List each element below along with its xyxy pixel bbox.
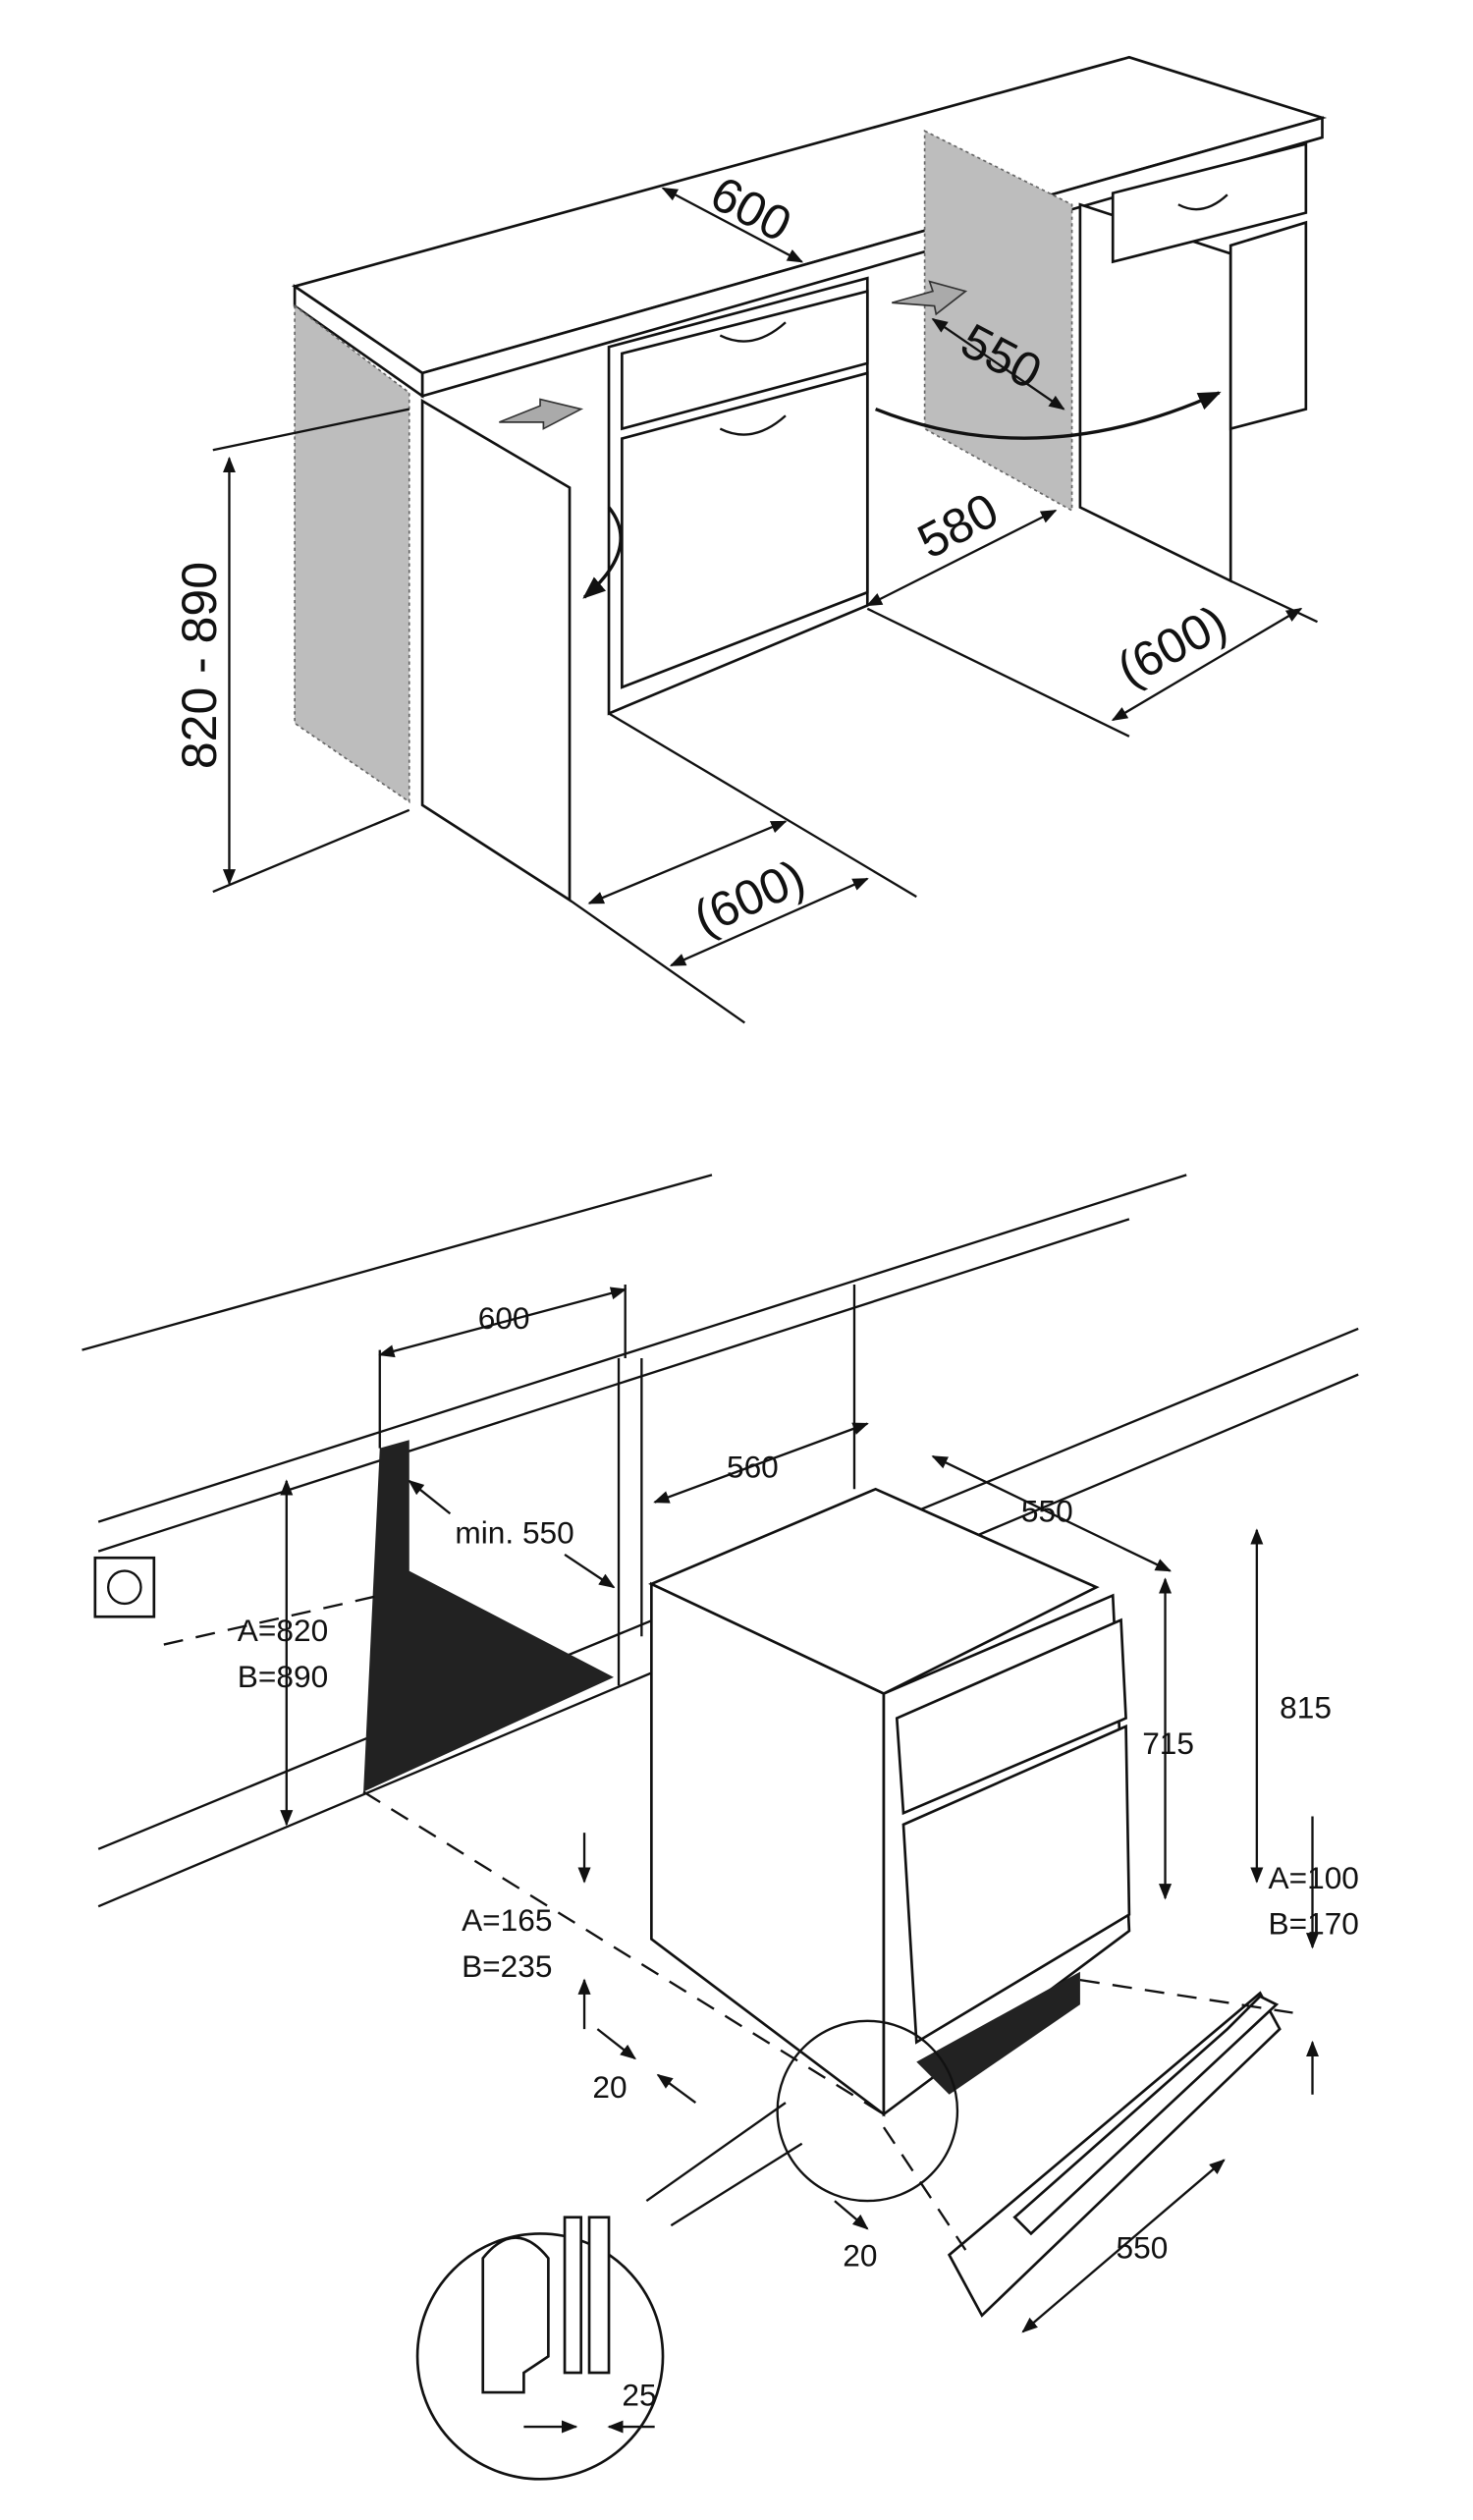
- dim-plinth-height-b: B=235: [462, 1948, 552, 1984]
- dim-gap-front: 20: [843, 2238, 877, 2273]
- dim-appliance-width: 560: [727, 1450, 779, 1485]
- dim-niche-height-a: A=820: [238, 1613, 328, 1648]
- dim-height-total: 815: [1280, 1690, 1332, 1726]
- dim-niche-height: 820 - 890: [172, 562, 227, 769]
- power-socket-icon: [93, 1556, 156, 1618]
- slide-arrow-left-icon: [499, 398, 584, 430]
- dim-min-depth: min. 550: [455, 1514, 573, 1550]
- top-diagram: 600 550 580 (600) 820 - 890 (600): [172, 55, 1328, 1024]
- left-door: [420, 398, 572, 903]
- dim-niche-height-b: B=890: [238, 1659, 328, 1694]
- bottom-diagram: 25 600 min. 550 560 550 815 715 A=820 B=…: [82, 1174, 1359, 2481]
- worktop-side: [293, 284, 424, 399]
- dim-plinth-a: A=100: [1269, 1860, 1359, 1895]
- door-swing-arrow-right: [875, 391, 1222, 440]
- detail-callout-circle: [776, 2019, 959, 2203]
- slide-arrow-right-icon: [892, 280, 968, 316]
- dim-gap-left: 20: [592, 2069, 627, 2105]
- plinth-lip: [1012, 1995, 1280, 2236]
- freezer-door: [895, 1617, 1127, 1816]
- niche-cavity: [363, 1440, 615, 1792]
- middle-drawer: [621, 289, 869, 431]
- fridge-door: [901, 1724, 1131, 2045]
- dim-niche-width: 580: [908, 482, 1007, 570]
- right-cabinet-front: [1228, 220, 1308, 431]
- dim-height-door: 715: [1142, 1726, 1194, 1761]
- left-side-panel: [294, 303, 410, 804]
- door-swing-arrow-left: [582, 506, 623, 599]
- dim-cabinet-depth-right: (600): [1109, 594, 1235, 696]
- dim-plinth-b: B=170: [1269, 1905, 1359, 1941]
- dim-plinth-width: 550: [1117, 2229, 1169, 2265]
- dim-plinth-height-a: A=165: [462, 1902, 552, 1938]
- dim-niche-width: 600: [478, 1300, 530, 1336]
- right-door: [1078, 202, 1232, 583]
- dim-appliance-depth: 550: [1021, 1494, 1073, 1529]
- right-drawer: [1111, 141, 1308, 264]
- dim-detail-gap: 25: [622, 2377, 656, 2412]
